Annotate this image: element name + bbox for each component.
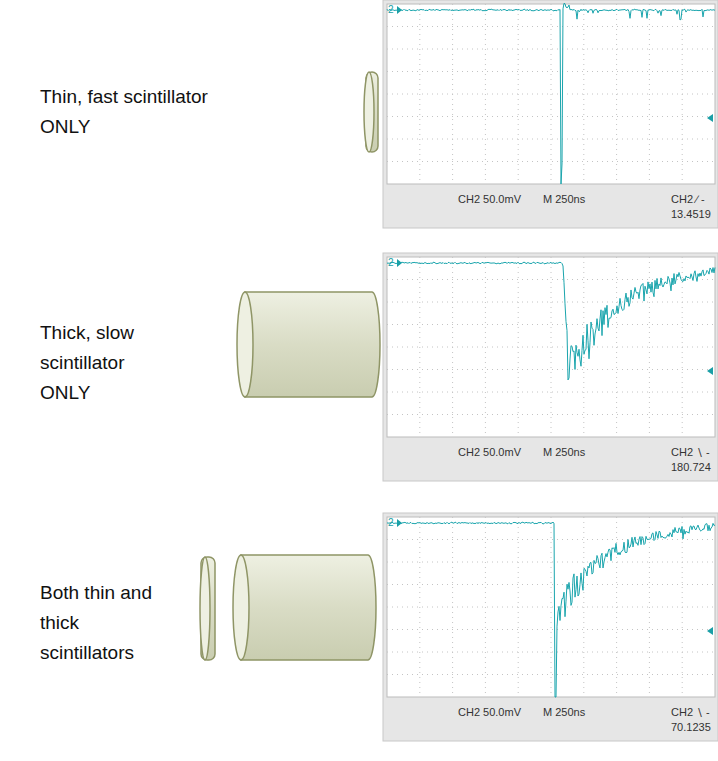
volts-per-div: CH2 50.0mV	[458, 706, 521, 719]
trigger-setting: CH2 ∕ -	[671, 193, 705, 206]
frequency-readout: 13.4519	[671, 208, 711, 221]
row-label: Thin, fast scintillator ONLY	[40, 82, 215, 142]
row-label: Both thin and thick scintillators	[40, 578, 158, 668]
time-per-div: M 250ns	[543, 193, 585, 206]
volts-per-div: CH2 50.0mV	[458, 193, 521, 206]
trigger-setting: CH2 ∖ -	[671, 706, 710, 719]
thin-scintillator	[364, 72, 378, 152]
trigger-setting: CH2 ∖ -	[671, 446, 710, 459]
frequency-readout: 70.1235	[671, 721, 711, 734]
time-per-div: M 250ns	[543, 446, 585, 459]
oscilloscope-screen	[383, 0, 718, 228]
row-label: Thick, slow scintillator ONLY	[40, 318, 162, 408]
thick-scintillator	[237, 292, 380, 397]
frequency-readout: 180.724	[671, 461, 711, 474]
thick-scintillator	[233, 555, 376, 660]
volts-per-div: CH2 50.0mV	[458, 446, 521, 459]
channel-marker: 2	[388, 4, 394, 16]
oscilloscope-screen	[383, 253, 718, 481]
time-per-div: M 250ns	[543, 706, 585, 719]
channel-marker: 2	[388, 257, 394, 269]
channel-marker: 2	[388, 517, 394, 529]
thin-scintillator	[200, 557, 215, 660]
oscilloscope-screen	[383, 513, 718, 741]
